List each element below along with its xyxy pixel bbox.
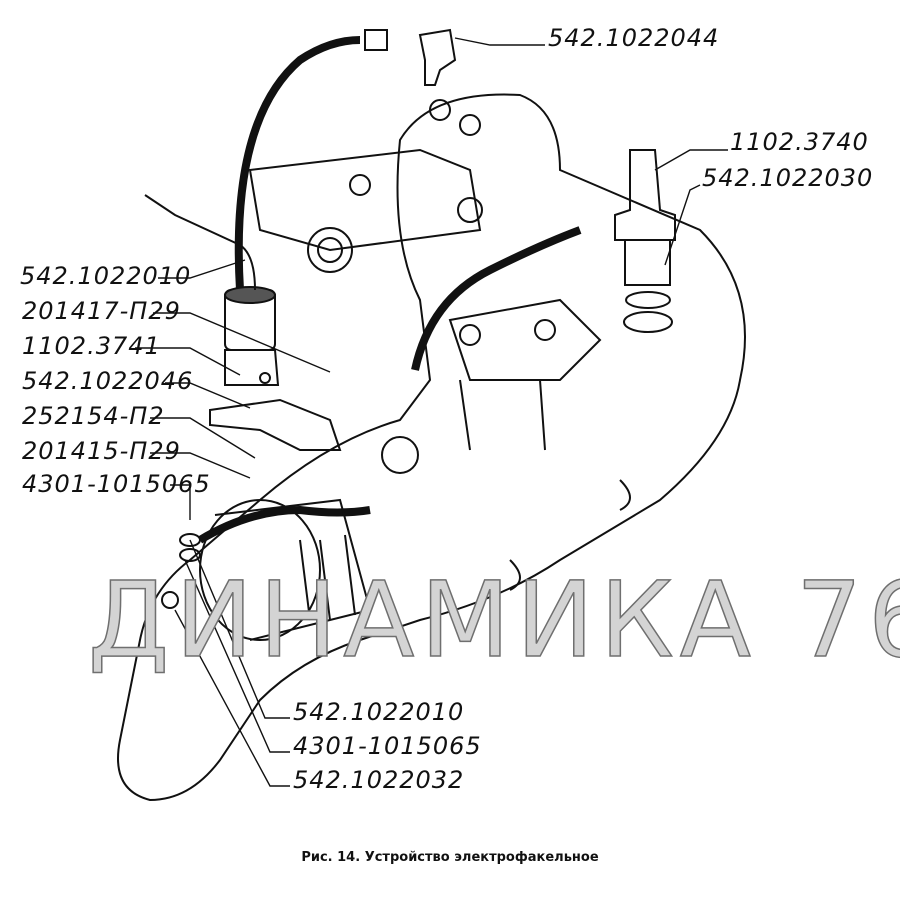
part-label-bracket: 542.1022046: [22, 367, 194, 395]
part-label-plug: 542.1022032: [293, 766, 465, 794]
watermark: ДИНАМИКА 76: [87, 559, 900, 681]
part-label-bolt: 201417-П29: [22, 297, 181, 325]
part-label-plug-shield: 542.1022030: [702, 164, 874, 192]
figure-caption: Рис. 14. Устройство электрофакельное: [301, 850, 599, 865]
part-label-glow-plug: 1102.3740: [730, 128, 869, 156]
part-label-gasket-bottom: 4301-1015065: [293, 732, 482, 760]
part-label-fuel-pipe-bottom: 542.1022010: [293, 698, 465, 726]
part-label-fitting: 542.1022044: [548, 24, 720, 52]
part-label-bolt-2: 201415-П29: [22, 437, 181, 465]
part-label-gasket: 4301-1015065: [22, 470, 211, 498]
part-label-solenoid-valve: 1102.3741: [22, 332, 161, 360]
part-label-fuel-pipe: 542.1022010: [20, 262, 192, 290]
part-label-washer: 252154-П2: [22, 402, 165, 430]
